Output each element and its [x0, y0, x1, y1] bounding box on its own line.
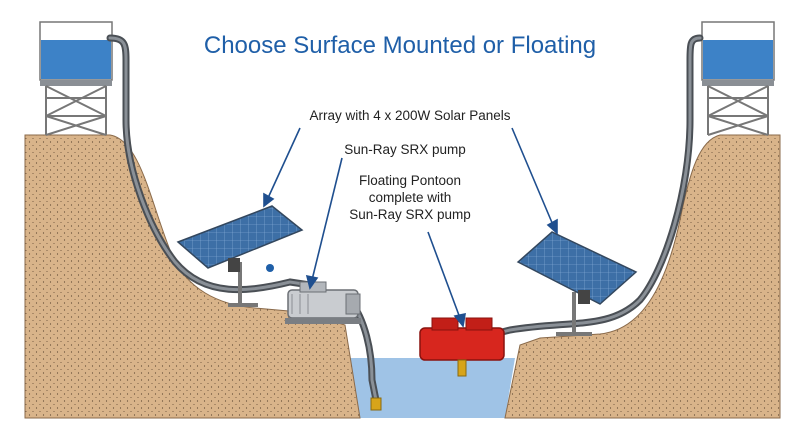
array-label: Array with 4 x 200W Solar Panels: [309, 108, 511, 123]
floating-pontoon: [419, 317, 505, 377]
surface-pump: [285, 281, 361, 324]
pontoon-label: Floating Pontoon complete with Sun-Ray S…: [330, 172, 490, 223]
pontoon-label-line2: complete with: [368, 190, 452, 205]
solar-panel-array-left: [176, 205, 304, 307]
water-tank-right: [701, 21, 775, 136]
ground-right: [504, 134, 781, 419]
pontoon-label-line1: Floating Pontoon: [358, 173, 462, 188]
intake-fitting: [370, 397, 382, 411]
pontoon-label-line3: Sun-Ray SRX pump: [349, 207, 471, 222]
callout-arrows: [263, 127, 558, 328]
diagram-title: Choose Surface Mounted or Floating: [203, 32, 597, 59]
water-source: [345, 358, 515, 418]
solar-panel-array-right: [516, 231, 638, 336]
pump-label: Sun-Ray SRX pump: [344, 142, 466, 157]
marker-dot: [266, 264, 274, 272]
water-tank-left: [39, 21, 113, 136]
